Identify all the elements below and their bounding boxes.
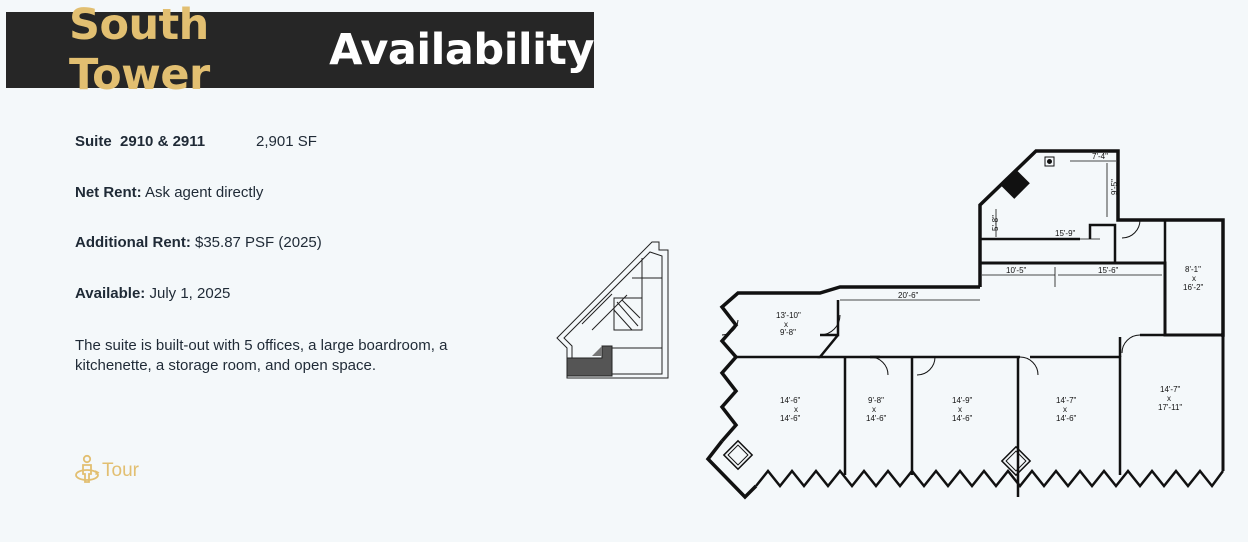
suite-label: Suite [75, 133, 112, 150]
dim-west-office-w: 13'-10" [776, 311, 801, 320]
net-rent-row: Net Rent: Ask agent directly [75, 184, 263, 201]
dim-kitchen-depth: 9'-5" [1110, 179, 1119, 195]
dim-office4-x: x [1063, 405, 1067, 414]
suite-description: The suite is built-out with 5 offices, a… [75, 337, 448, 374]
office-1-dims: 14'-6" x 14'-6" [780, 396, 801, 423]
net-rent-label: Net Rent: [75, 184, 142, 201]
dim-corridor-top: 15'-9" [1055, 229, 1076, 238]
dim-kitchen-width: 7'-4" [1092, 152, 1108, 161]
dim-office1-h: 14'-6" [780, 414, 801, 423]
dim-west-office-h: 9'-8" [780, 328, 796, 337]
dim-boardroom-x: x [1167, 394, 1171, 403]
dim-boardroom-w: 14'-7" [1160, 385, 1181, 394]
dim-storage-w: 8'-1" [1185, 265, 1201, 274]
dim-office2-h: 14'-6" [866, 414, 887, 423]
tour-label: Tour [102, 460, 139, 481]
person-360-icon [75, 454, 100, 483]
title-accent: South Tower [69, 0, 210, 100]
additional-rent-value: $35.87 PSF (2025) [195, 234, 322, 251]
net-rent-value: Ask agent directly [145, 184, 264, 201]
title-main: Availability [329, 25, 594, 75]
dim-room-a: 10'-5" [1006, 266, 1027, 275]
west-office-dims: 13'-10" x 9'-8" [776, 311, 801, 337]
page-title-banner: South Tower Availability [6, 0, 594, 100]
available-label: Available: [75, 285, 146, 302]
dim-boardroom-h: 17'-11" [1158, 403, 1182, 412]
dim-office3-x: x [958, 405, 962, 414]
dim-office1-w: 14'-6" [780, 396, 801, 405]
dim-office3-w: 14'-9" [952, 396, 973, 405]
dim-room-b: 15'-6" [1098, 266, 1119, 275]
dim-office1-x: x [794, 405, 798, 414]
floor-plan-diagram: 7'-4" 9'-5" 5'-8" 15'-9" 10'-5" 15'-6" 2… [705, 149, 1225, 500]
key-plan-diagram [556, 241, 669, 379]
suite-number: 2910 & 2911 [120, 133, 206, 150]
dim-office4-w: 14'-7" [1056, 396, 1077, 405]
dim-storage-h: 16'-2" [1183, 283, 1204, 292]
available-row: Available: July 1, 2025 [75, 285, 230, 302]
office-4-dims: 14'-7" x 14'-6" [1056, 396, 1077, 423]
dim-office3-h: 14'-6" [952, 414, 973, 423]
available-value: July 1, 2025 [149, 285, 231, 302]
additional-rent-row: Additional Rent: $35.87 PSF (2025) [75, 234, 322, 251]
office-3-dims: 14'-9" x 14'-6" [952, 396, 973, 423]
dim-office2-w: 9'-8" [868, 396, 884, 405]
dim-open-area: 20'-6" [898, 291, 919, 300]
dim-west-office-x: x [784, 320, 788, 329]
tour-link[interactable]: Tour [74, 454, 139, 488]
dim-office4-h: 14'-6" [1056, 414, 1077, 423]
boardroom-dims: 14'-7" x 17'-11" [1158, 385, 1182, 412]
additional-rent-label: Additional Rent: [75, 234, 191, 251]
storage-room-dims: 8'-1" x 16'-2" [1183, 265, 1204, 292]
dim-storage-x: x [1192, 274, 1196, 283]
dim-office2-x: x [872, 405, 876, 414]
dim-kitchen-side: 5'-8" [991, 215, 1000, 231]
suite-row: Suite 2910 & 2911 [75, 133, 205, 150]
suite-area: 2,901 SF [256, 133, 317, 150]
office-2-dims: 9'-8" x 14'-6" [866, 396, 887, 423]
